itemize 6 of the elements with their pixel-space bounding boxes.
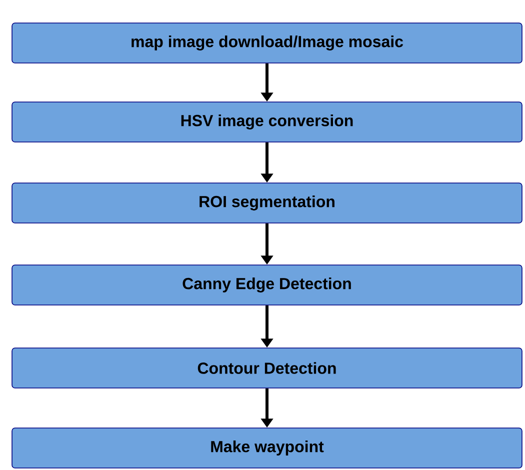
- process-box: Make waypoint: [12, 428, 522, 468]
- process-box: map image download/Image mosaic: [12, 22, 522, 64]
- process-box: HSV image conversion: [12, 102, 522, 142]
- process-box: Canny Edge Detection: [12, 264, 522, 306]
- process-box: ROI segmentation: [12, 182, 522, 224]
- process-box: Contour Detection: [12, 348, 522, 388]
